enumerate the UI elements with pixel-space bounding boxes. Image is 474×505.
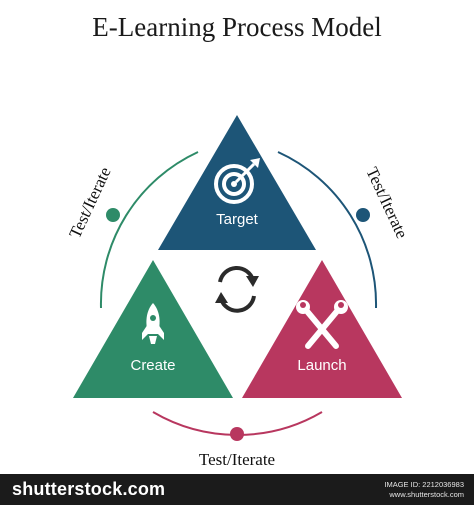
create-label: Create [130, 357, 175, 374]
tools-icon [296, 300, 348, 349]
cycle-label-left: Test/Iterate [65, 164, 114, 241]
arc-marker-right [356, 208, 370, 222]
target-label: Target [216, 211, 259, 228]
target-icon [214, 158, 260, 204]
arc-marker-bottom [230, 427, 244, 441]
arc-left [99, 151, 199, 309]
arc-right [277, 151, 378, 309]
cycle-label-bottom: Test/Iterate [199, 450, 275, 469]
image-id: IMAGE ID: 2212036983 [384, 480, 464, 489]
shutterstock-logo: shutterstock.com [12, 479, 166, 499]
rocket-icon [142, 303, 164, 344]
refresh-icon [215, 265, 259, 313]
footer-meta: IMAGE ID: 2212036983 www.shutterstock.co… [384, 480, 464, 500]
cycle-label-right: Test/Iterate [362, 164, 411, 241]
footer-bar: shutterstock.com IMAGE ID: 2212036983 ww… [0, 474, 474, 505]
page-title: E-Learning Process Model [92, 12, 382, 42]
launch-label: Launch [297, 357, 346, 374]
process-diagram: Test/Iterate Test/Iterate Test/Iterate T… [65, 115, 412, 469]
arc-marker-left [106, 208, 120, 222]
site-url: www.shutterstock.com [389, 490, 464, 499]
